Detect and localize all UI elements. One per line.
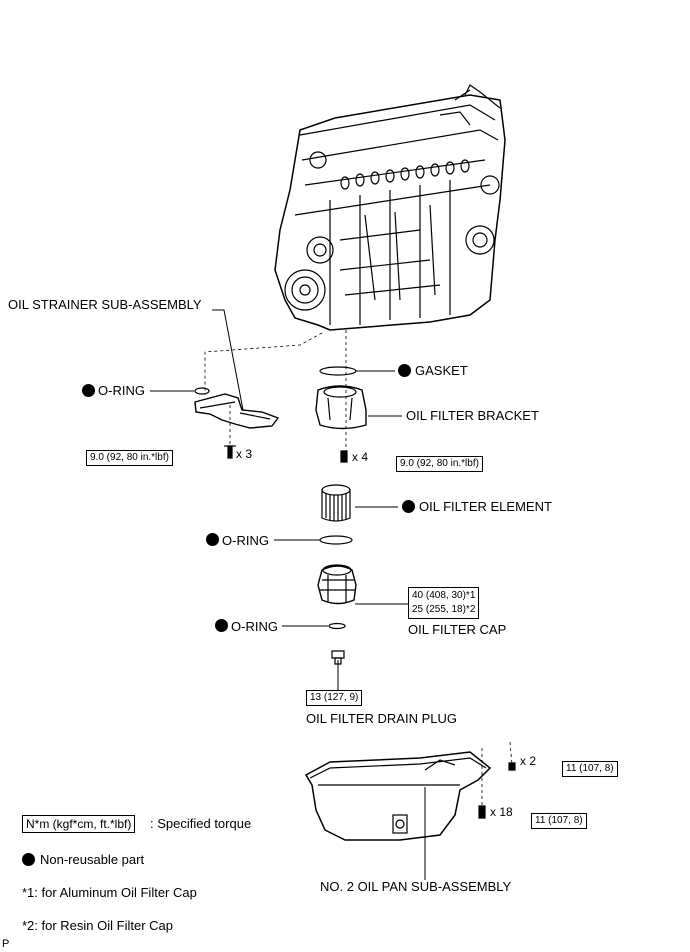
oil-filter-element-drawing (321, 484, 351, 522)
non-reusable-marker (398, 364, 411, 377)
strainer-bolt-qty: x 3 (236, 447, 253, 461)
engine-block-drawing (274, 84, 506, 331)
oil-filter-cap-drawing (317, 564, 357, 605)
pan-bolt-b-qty: x 18 (490, 805, 513, 819)
assembly-guide-lines (204, 330, 513, 805)
non-reusable-marker (402, 500, 415, 513)
cap-resin-torque: 25 (255, 18)*2 (412, 604, 476, 615)
legend-non-reusable-marker (22, 853, 35, 866)
oil-pan-drawing (304, 751, 516, 841)
non-reusable-marker (215, 619, 228, 632)
oil-filter-cap-label: OIL FILTER CAP (408, 622, 507, 637)
bracket-bolt-qty: x 4 (352, 450, 369, 464)
pan-bolt-b-torque: 11 (107, 8) (531, 813, 587, 829)
non-reusable-marker (206, 533, 219, 546)
legend-torque-desc: : Specified torque (150, 816, 252, 831)
leader-lines (150, 309, 426, 880)
legend-torque-unit: N*m (kgf*cm, ft.*lbf) (22, 815, 136, 833)
strainer-bolt-torque: 9.0 (92, 80 in.*lbf) (86, 450, 173, 466)
oil-strainer-drawing (194, 387, 280, 459)
gasket-drawing (319, 366, 357, 376)
oil-strainer-label: OIL STRAINER SUB-ASSEMBLY (8, 297, 202, 312)
o-ring-cap-label: O-RING (231, 619, 278, 634)
legend-note-2: *2: for Resin Oil Filter Cap (22, 918, 173, 933)
legend-non-reusable: Non-reusable part (40, 852, 145, 867)
oil-filter-element-label: OIL FILTER ELEMENT (419, 499, 552, 514)
pan-bolt-a-qty: x 2 (520, 754, 537, 768)
oil-filter-bracket-label: OIL FILTER BRACKET (406, 408, 539, 423)
drain-plug-drawing (331, 650, 345, 665)
bracket-bolt-torque: 9.0 (92, 80 in.*lbf) (396, 456, 483, 472)
cap-aluminum-torque: 40 (408, 30)*1 (412, 590, 476, 601)
o-ring-strainer-label: O-RING (98, 383, 145, 398)
oil-filter-bracket-drawing (315, 385, 367, 463)
oil-filter-drain-plug-label: OIL FILTER DRAIN PLUG (306, 711, 457, 726)
legend-note-1: *1: for Aluminum Oil Filter Cap (22, 885, 197, 900)
o-ring-element-drawing (319, 535, 353, 545)
pan-bolt-a-torque: 11 (107, 8) (562, 761, 618, 777)
non-reusable-marker (82, 384, 95, 397)
gasket-label: GASKET (415, 363, 468, 378)
oil-filter-cap-torque: 40 (408, 30)*1 25 (255, 18)*2 (408, 587, 480, 619)
drain-plug-torque: 13 (127, 9) (306, 690, 363, 706)
o-ring-element-label: O-RING (222, 533, 269, 548)
no2-oil-pan-label: NO. 2 OIL PAN SUB-ASSEMBLY (320, 879, 512, 894)
footer-mark: P (2, 938, 10, 950)
o-ring-cap-drawing (328, 622, 346, 630)
